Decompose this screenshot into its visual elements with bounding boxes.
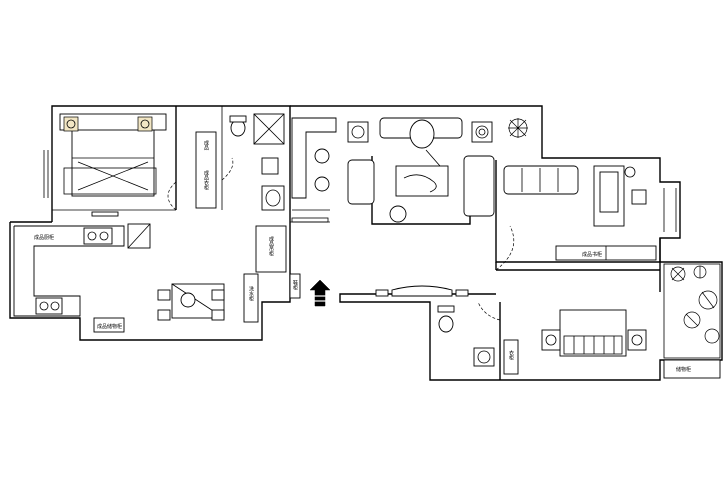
coffee-table	[395, 165, 449, 197]
outer-walls	[9, 105, 723, 381]
living-room	[291, 117, 528, 297]
balcony-cabinet	[663, 359, 721, 379]
balcony: 储物柜	[663, 263, 721, 379]
armchair-top	[409, 119, 435, 149]
kitchen-bottom-cabinet-label: 成品储物柜	[97, 323, 122, 330]
bathroom-2	[437, 301, 501, 380]
shoe-cabinet	[289, 273, 301, 299]
entry-step	[291, 217, 329, 223]
study-chair	[631, 189, 647, 205]
nightstand-b2	[541, 329, 561, 351]
water-cabinet	[243, 273, 259, 323]
bath-cabinet	[261, 157, 279, 175]
dining-chair	[211, 309, 225, 321]
wardrobe-master	[195, 131, 217, 209]
plant-icon	[670, 265, 720, 344]
study-bookcase-label: 成品书柜	[582, 251, 602, 258]
kitchen-counter	[13, 225, 125, 317]
sofa-right	[463, 155, 495, 217]
door-bath	[221, 157, 234, 181]
armchair-left	[347, 159, 375, 205]
tall-cabinet	[255, 225, 287, 273]
study-room: 成品书柜	[503, 165, 657, 261]
bar-stool	[314, 148, 330, 164]
wardrobe-b2	[503, 339, 519, 375]
bedroom-2: 衣柜	[503, 309, 647, 375]
dining-chair	[157, 289, 171, 301]
door-bath-2	[477, 301, 501, 321]
wardrobe-master-label-2: 成品衣柜	[203, 169, 209, 191]
master-bathroom	[221, 106, 285, 211]
tv-speaker	[375, 289, 389, 297]
corner-table-right	[471, 121, 493, 143]
bed-rug	[63, 167, 157, 195]
up-arrow-icon	[309, 279, 331, 307]
dining: 洗水柜 成品吊柜 鞋柜	[157, 217, 330, 323]
tall-cabinet-label: 成品吊柜	[268, 235, 274, 257]
tv-bench	[91, 211, 119, 217]
dining-chair	[211, 289, 225, 301]
nightstand-right	[137, 116, 153, 132]
bar-stool	[314, 176, 330, 192]
master-bedroom: 成品 成品衣柜	[52, 106, 217, 217]
balcony-cabinet-label: 储物柜	[676, 366, 691, 373]
double-bed	[71, 117, 155, 197]
kitchen: 成品厨柜 成品储物柜	[13, 223, 151, 333]
bed-secondary	[559, 309, 627, 357]
plant-icon	[508, 118, 528, 138]
water-cabinet-label: 洗水柜	[248, 285, 254, 302]
study-sofa	[503, 165, 579, 195]
wardrobe-b2-label: 衣柜	[508, 349, 514, 361]
bar-counter	[291, 117, 337, 199]
side-table	[389, 205, 407, 223]
door-master	[167, 181, 177, 211]
shoe-cabinet-label: 鞋柜	[292, 279, 298, 291]
dining-chair	[157, 309, 171, 321]
toilet-2	[438, 315, 454, 333]
wardrobe-master-label: 成品	[203, 139, 209, 151]
kitchen-cabinet-label: 成品厨柜	[34, 234, 54, 241]
tv-speaker	[455, 289, 469, 297]
nightstand-b2	[627, 329, 647, 351]
washbasin-2	[473, 347, 495, 367]
door-living	[495, 225, 515, 271]
tv-cabinet	[391, 285, 453, 297]
corner-table-left	[347, 121, 369, 143]
nightstand-left	[63, 116, 79, 132]
kitchen-bottom-cabinet	[93, 317, 125, 333]
washbasin-master	[261, 185, 285, 211]
